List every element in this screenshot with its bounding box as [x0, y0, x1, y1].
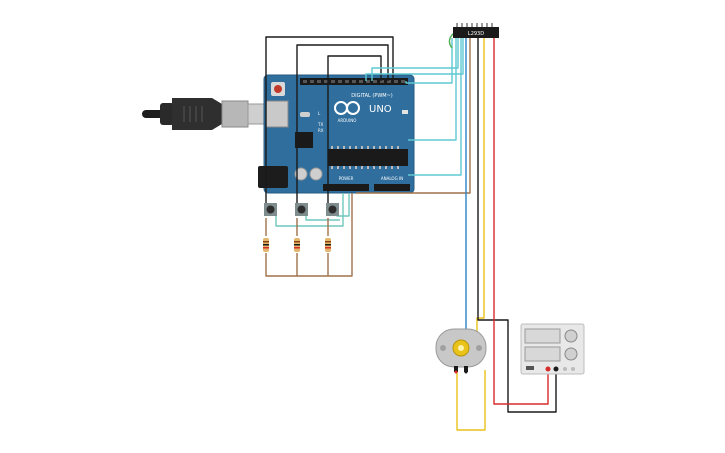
wire-yellow [456, 370, 486, 431]
arduino-logo-icon [334, 101, 360, 115]
l293d-driver-chip[interactable]: L293D [453, 23, 499, 38]
pushbutton[interactable] [295, 203, 308, 216]
wire-brown [265, 193, 353, 277]
wire-black [265, 36, 394, 203]
wire-cyan [365, 38, 464, 81]
usb-chip [295, 132, 313, 148]
dc-motor[interactable] [435, 328, 487, 374]
digital-pin-holes [303, 80, 405, 83]
l-led-label: L [318, 111, 321, 116]
capacitor [294, 167, 308, 181]
voltage-knob-icon[interactable] [564, 329, 578, 343]
arduino-model: UNO [369, 104, 392, 115]
atmega-pins [331, 146, 399, 169]
analog-header [374, 184, 410, 191]
wire-teal [275, 193, 344, 227]
wire-red [493, 38, 549, 405]
resistor[interactable] [294, 238, 300, 252]
usb-cable [142, 98, 267, 130]
wire-cyan [405, 38, 453, 84]
analog-label: ANALOG IN [381, 176, 403, 181]
power-switch[interactable] [526, 366, 534, 370]
current-display [524, 346, 561, 362]
current-knob-icon[interactable] [564, 347, 578, 361]
led-indicator [402, 110, 408, 114]
digital-label: DIGITAL (PWM~) [351, 93, 393, 99]
terminal-negative [553, 366, 559, 372]
capacitor [309, 167, 323, 181]
driver-chip-label: L293D [468, 31, 484, 37]
wire-yellow [476, 38, 485, 333]
wire-green [448, 32, 455, 49]
wire-brown [356, 38, 471, 194]
wire-cyan [408, 38, 457, 141]
power-label: POWER [339, 176, 354, 181]
resistor[interactable] [325, 238, 331, 252]
tx-led-label: TX [317, 122, 323, 127]
arduino-uno-board[interactable]: DIGITAL (PWM~) UNO ARDUINO L TX RX [258, 74, 415, 194]
pushbutton[interactable] [326, 203, 339, 216]
wires [265, 32, 557, 431]
atmega-chip [328, 149, 408, 166]
wire-black [477, 38, 557, 413]
terminal-positive [545, 366, 551, 372]
wire-cyan [408, 38, 462, 176]
crystal [300, 112, 310, 117]
power-supply[interactable] [520, 323, 585, 375]
power-header [323, 184, 369, 191]
usb-port [265, 100, 289, 128]
arduino-brand: ARDUINO [338, 118, 357, 123]
usb-grip-lines [183, 106, 203, 122]
wire-black [296, 44, 389, 203]
voltage-display [524, 328, 561, 344]
pushbutton[interactable] [264, 203, 277, 216]
resistor[interactable] [263, 238, 269, 252]
power-jack [258, 166, 288, 188]
rx-led-label: RX [318, 128, 324, 133]
